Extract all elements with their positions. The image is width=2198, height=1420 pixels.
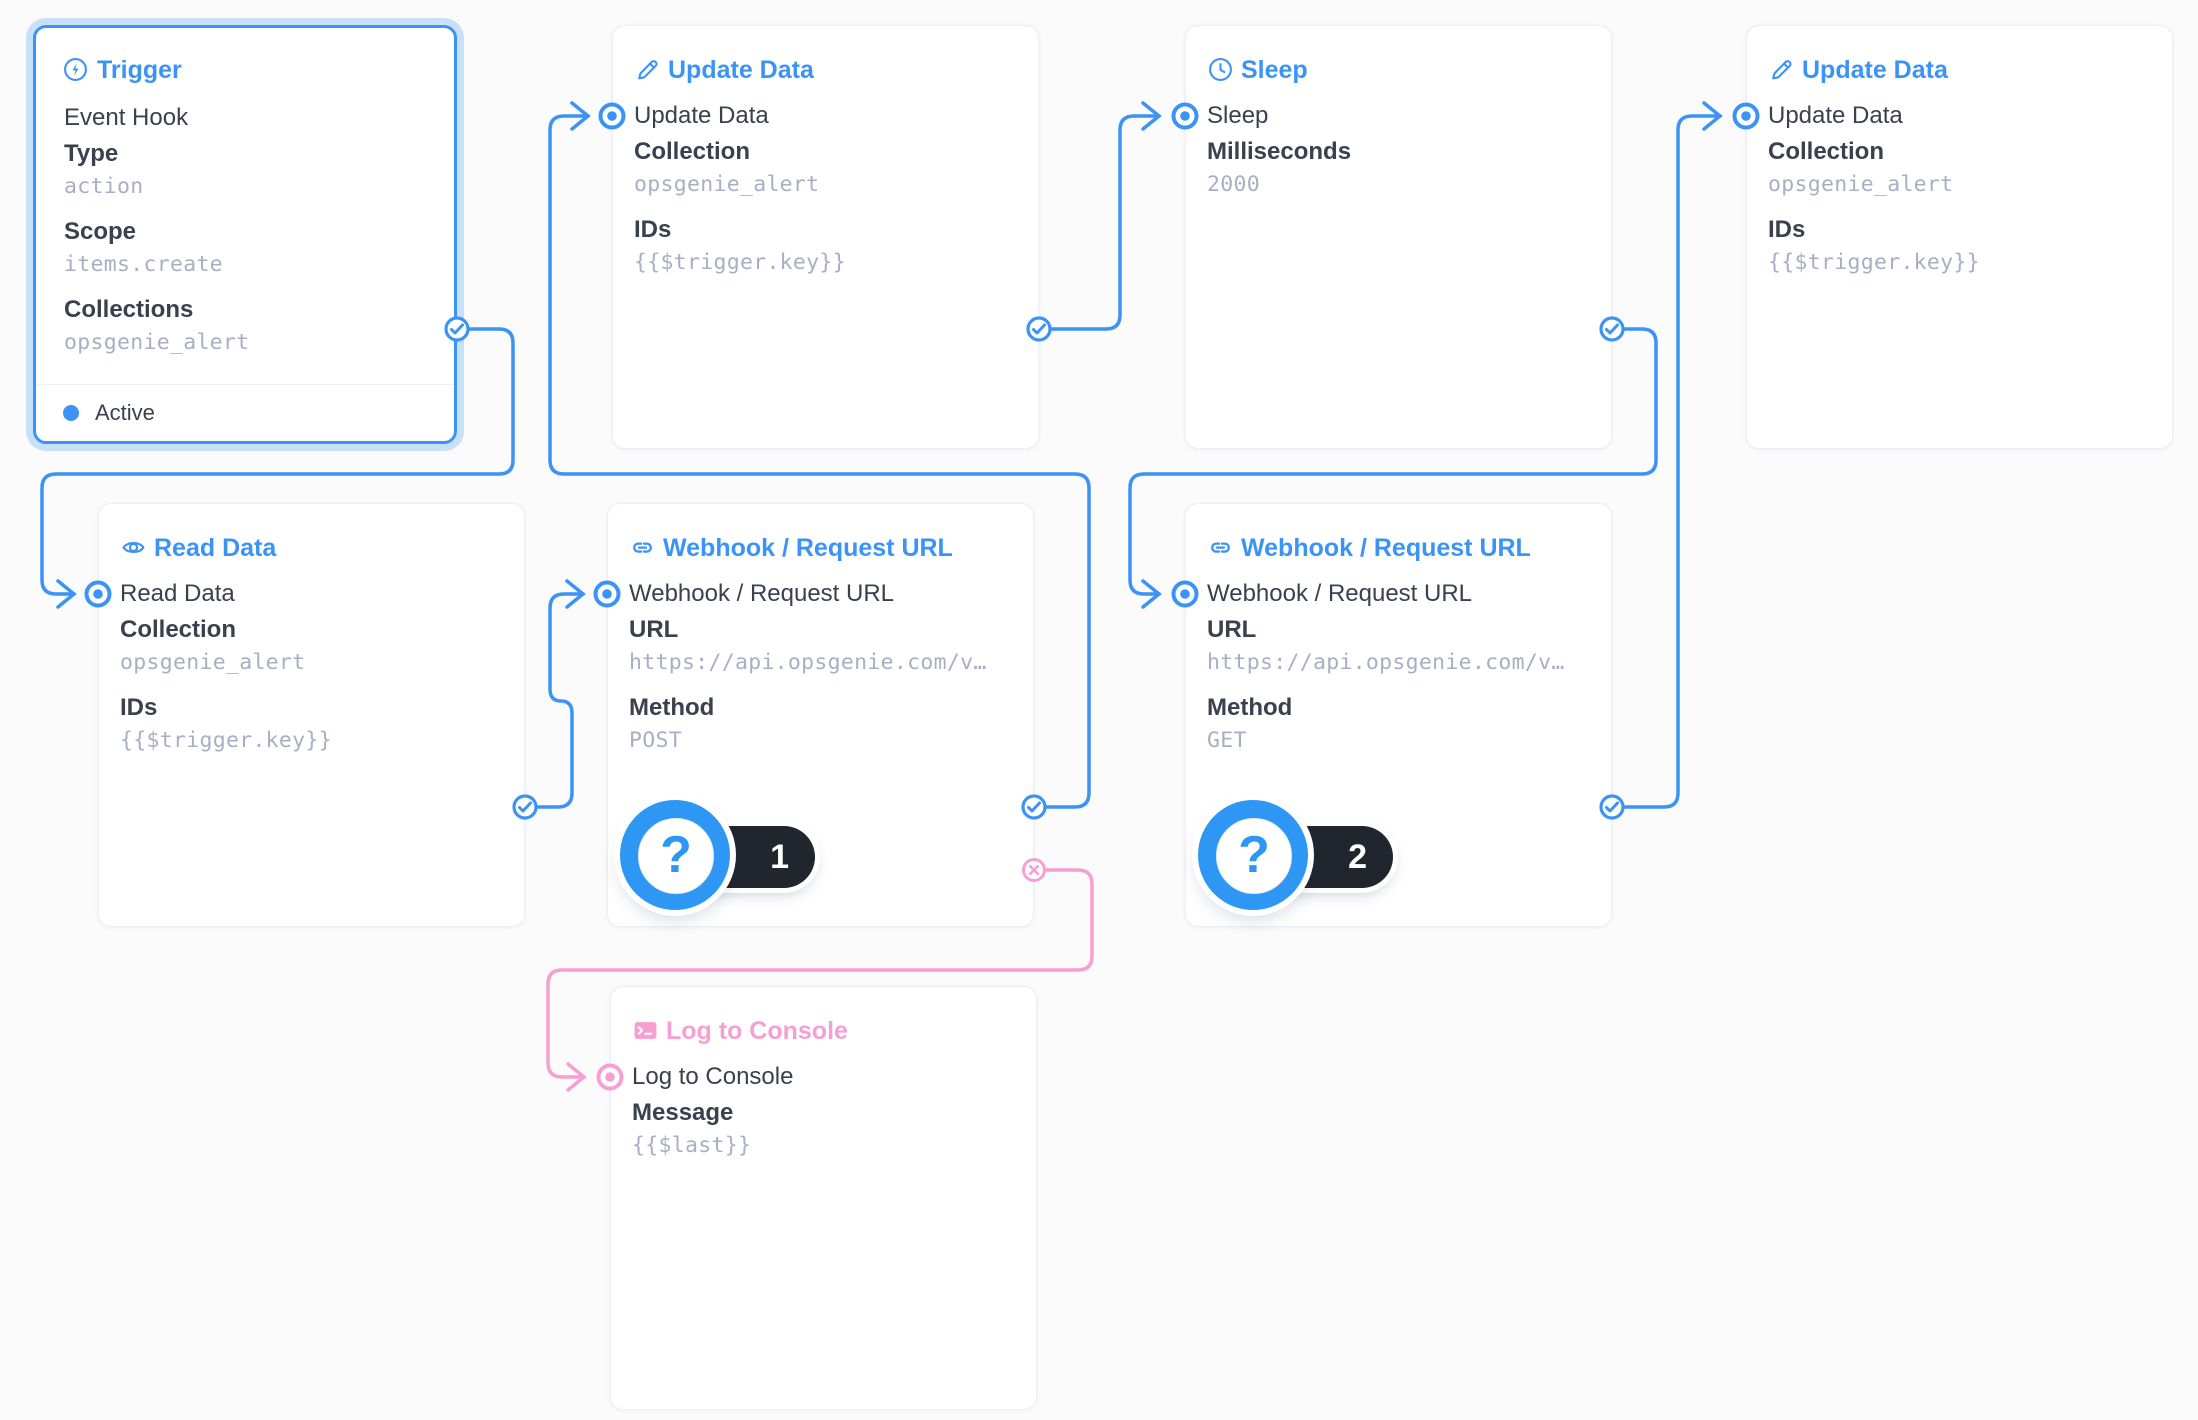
- badge-count: 1: [770, 837, 789, 876]
- link-icon: [1211, 542, 1230, 553]
- link-icon: [633, 542, 652, 553]
- arrowhead-icon: [566, 1062, 587, 1092]
- field-value: https://api.opsgenie.com/v…: [1207, 650, 1565, 675]
- node-card-update-data-1[interactable]: Update Data Update Data Collection opsge…: [612, 25, 1039, 449]
- node-card-log-to-console[interactable]: Log to Console Log to Console Message {{…: [610, 986, 1037, 1410]
- wire-webhook-1-to-update-data-1: [548, 114, 1091, 809]
- wire-webhook-2-to-update-data-2: [1610, 114, 1722, 809]
- field-value: opsgenie_alert: [1768, 172, 1954, 197]
- node-subtitle: Webhook / Request URL: [629, 580, 895, 607]
- pencil-icon: [638, 60, 658, 80]
- resolve-port-webhook-1[interactable]: [1019, 792, 1049, 822]
- field-value: {{$trigger.key}}: [634, 250, 846, 275]
- resolve-port-update-data-1[interactable]: [1024, 314, 1054, 344]
- field-label: IDs: [120, 694, 158, 721]
- field-value: 2000: [1207, 172, 1260, 197]
- field-label: Method: [629, 694, 715, 721]
- node-card-update-data-2[interactable]: Update Data Update Data Collection opsge…: [1746, 25, 2173, 449]
- field-label: Scope: [64, 218, 137, 245]
- node-subtitle: Sleep: [1207, 102, 1269, 129]
- field-value: opsgenie_alert: [64, 330, 250, 355]
- resolve-port-read-data[interactable]: [510, 792, 540, 822]
- node-card-sleep[interactable]: Sleep Sleep Milliseconds 2000: [1185, 25, 1612, 449]
- field-value: items.create: [64, 252, 223, 277]
- node-card-trigger[interactable]: Trigger Event Hook Type action Scope ite…: [33, 25, 457, 444]
- node-title: Trigger: [97, 56, 182, 84]
- field-label: Type: [64, 140, 119, 167]
- field-value: GET: [1207, 728, 1247, 753]
- node-subtitle: Update Data: [1768, 102, 1903, 129]
- arrowhead-icon: [56, 579, 77, 609]
- input-port-log-to-console[interactable]: [593, 1060, 627, 1094]
- node-title: Read Data: [154, 534, 277, 562]
- node-title: Sleep: [1241, 56, 1308, 84]
- badge-count: 2: [1348, 837, 1367, 876]
- clock-icon: [1209, 58, 1232, 81]
- wire-trigger-to-read-data: [40, 327, 515, 596]
- node-title: Update Data: [1802, 56, 1948, 84]
- terminal-icon: [634, 1022, 657, 1039]
- input-port-update-data-1[interactable]: [595, 99, 629, 133]
- node-subtitle: Read Data: [120, 580, 235, 607]
- arrowhead-icon: [1702, 101, 1723, 131]
- field-label: IDs: [634, 216, 672, 243]
- field-label: Message: [632, 1099, 734, 1126]
- node-subtitle: Log to Console: [632, 1063, 794, 1090]
- trigger-status-bar: Active: [36, 384, 454, 441]
- field-label: Collections: [64, 296, 194, 323]
- node-card-read-data[interactable]: Read Data Read Data Collection opsgenie_…: [98, 503, 525, 927]
- bolt-circle-icon: [64, 58, 87, 81]
- active-status-dot-icon: [63, 405, 79, 421]
- reject-port-webhook-1[interactable]: [1020, 856, 1048, 884]
- field-label: IDs: [1768, 216, 1806, 243]
- field-value: opsgenie_alert: [634, 172, 820, 197]
- field-label: Collection: [634, 138, 751, 165]
- unknown-status-icon[interactable]: ?: [620, 800, 730, 910]
- field-value: POST: [629, 728, 682, 753]
- wire-sleep-to-webhook-2: [1128, 327, 1658, 596]
- field-label: Collection: [120, 616, 237, 643]
- field-value: {{$trigger.key}}: [120, 728, 332, 753]
- node-title: Log to Console: [666, 1017, 848, 1045]
- field-value: {{$trigger.key}}: [1768, 250, 1980, 275]
- field-label: URL: [1207, 616, 1257, 643]
- wire-webhook-1-reject-to-log: [546, 868, 1094, 1079]
- input-port-sleep[interactable]: [1168, 99, 1202, 133]
- field-value: action: [64, 174, 144, 199]
- resolve-port-sleep[interactable]: [1597, 314, 1627, 344]
- field-value: https://api.opsgenie.com/v…: [629, 650, 987, 675]
- question-mark-icon: ?: [660, 826, 692, 884]
- arrowhead-icon: [1141, 579, 1162, 609]
- input-port-read-data[interactable]: [81, 577, 115, 611]
- node-title: Update Data: [668, 56, 814, 84]
- unknown-status-icon[interactable]: ?: [1198, 800, 1308, 910]
- arrowhead-icon: [570, 101, 591, 131]
- input-port-webhook-2[interactable]: [1168, 577, 1202, 611]
- field-label: Method: [1207, 694, 1293, 721]
- field-label: Milliseconds: [1207, 138, 1352, 165]
- arrowhead-icon: [565, 579, 586, 609]
- pencil-icon: [1772, 60, 1792, 80]
- eye-icon: [122, 542, 145, 553]
- input-port-webhook-1[interactable]: [590, 577, 624, 611]
- resolve-port-trigger[interactable]: [442, 314, 472, 344]
- status-label: Active: [95, 400, 155, 425]
- wire-read-data-to-webhook-1: [523, 592, 585, 809]
- node-title: Webhook / Request URL: [1241, 534, 1531, 562]
- question-mark-icon: ?: [1238, 826, 1270, 884]
- arrowhead-icon: [1141, 101, 1162, 131]
- field-value: {{$last}}: [632, 1133, 752, 1158]
- field-label: Collection: [1768, 138, 1885, 165]
- field-value: opsgenie_alert: [120, 650, 306, 675]
- node-subtitle: Event Hook: [64, 104, 189, 131]
- node-title: Webhook / Request URL: [663, 534, 953, 562]
- node-subtitle: Update Data: [634, 102, 769, 129]
- resolve-port-webhook-2[interactable]: [1597, 792, 1627, 822]
- field-label: URL: [629, 616, 679, 643]
- node-subtitle: Webhook / Request URL: [1207, 580, 1473, 607]
- input-port-update-data-2[interactable]: [1729, 99, 1763, 133]
- wire-update-data-1-to-sleep: [1037, 114, 1161, 331]
